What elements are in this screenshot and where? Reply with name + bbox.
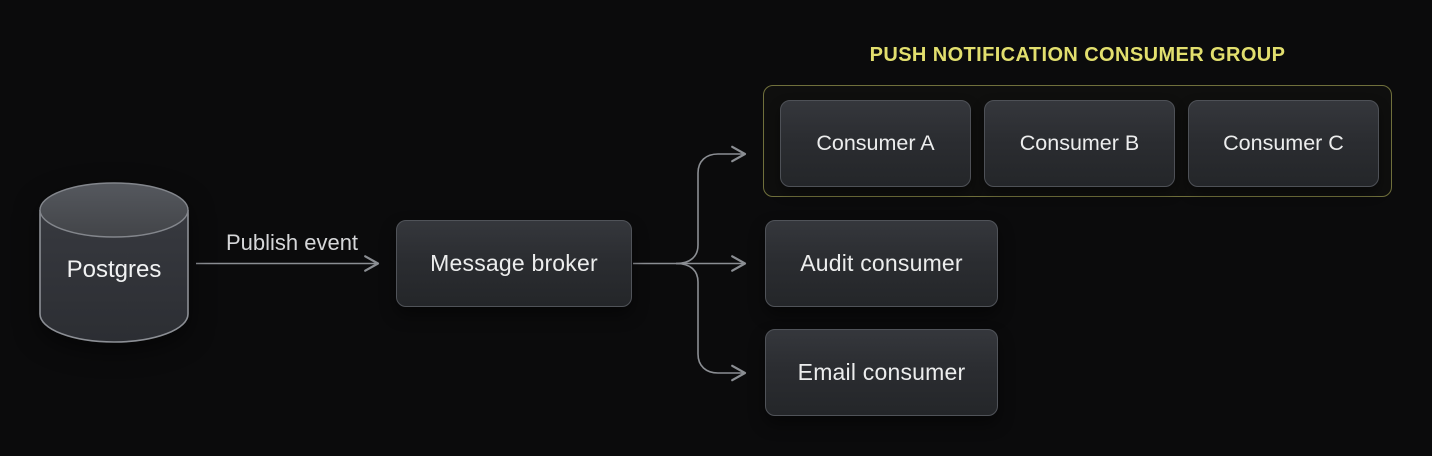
database-cylinder-icon xyxy=(39,182,189,343)
postgres-node: Postgres xyxy=(38,181,190,345)
push-notification-consumer-group: Consumer A Consumer B Consumer C xyxy=(763,85,1392,197)
email-consumer-label: Email consumer xyxy=(797,359,966,385)
email-consumer-node: Email consumer xyxy=(765,329,998,416)
consumer-a-label: Consumer A xyxy=(816,131,935,155)
audit-consumer-label: Audit consumer xyxy=(800,250,963,276)
consumer-b-node: Consumer B xyxy=(984,100,1175,187)
consumer-group-title: PUSH NOTIFICATION CONSUMER GROUP xyxy=(869,44,1286,66)
edge-to-email xyxy=(675,262,747,382)
edge-to-consumer-group xyxy=(675,145,747,265)
audit-consumer-node: Audit consumer xyxy=(765,220,998,307)
consumer-b-label: Consumer B xyxy=(1019,131,1140,155)
message-broker-label: Message broker xyxy=(430,250,598,276)
consumer-a-node: Consumer A xyxy=(780,100,971,187)
publish-event-label: Publish event xyxy=(225,230,359,255)
message-broker-node: Message broker xyxy=(396,220,632,307)
consumer-c-node: Consumer C xyxy=(1188,100,1379,187)
consumer-c-label: Consumer C xyxy=(1223,131,1344,155)
postgres-label: Postgres xyxy=(66,256,162,283)
